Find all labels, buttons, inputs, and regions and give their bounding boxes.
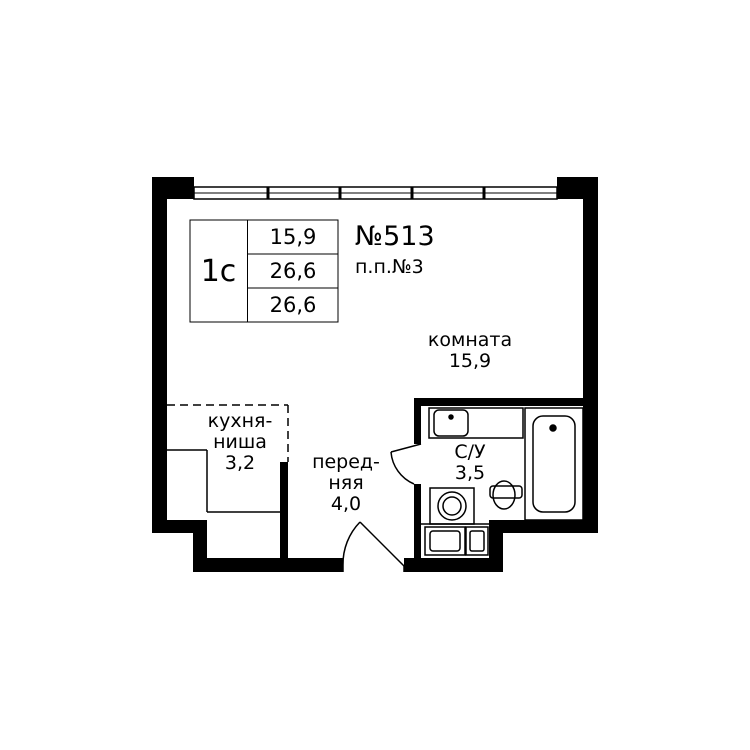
room-bath-name: С/У [454, 441, 486, 463]
bathroom-cabinets [424, 526, 489, 556]
wall-left-top [152, 177, 167, 405]
room-bath-area: 3,5 [454, 461, 486, 484]
room-kitchen-label: кухня- ниша 3,2 [190, 411, 290, 474]
kitchen-niche-outline [167, 404, 289, 513]
section-number: п.п.№3 [355, 256, 424, 278]
wall-bath-left-lower [414, 484, 421, 572]
info-table-grid [189, 219, 339, 323]
bathroom-fixtures [421, 407, 584, 556]
wall-bottom-right [404, 558, 500, 572]
washing-machine [429, 487, 475, 525]
room-hall-label: перед- няя 4,0 [296, 452, 396, 515]
wall-corner-top-left [152, 177, 194, 199]
bathtub [524, 407, 584, 521]
room-kitchen-name-2: ниша [213, 430, 267, 453]
window [193, 186, 558, 200]
wall-left-lower [152, 400, 167, 533]
wall-bath-left-upper [414, 398, 421, 444]
wall-hall-partition [280, 462, 288, 572]
bathroom-door [390, 443, 422, 485]
room-hall-name-2: няя [328, 471, 364, 494]
area-total-alt: 26,6 [269, 293, 317, 317]
room-living-area: 15,9 [448, 349, 492, 372]
sink-counter [428, 407, 524, 439]
area-living: 15,9 [269, 225, 317, 249]
room-hall-name-1: перед- [312, 451, 380, 473]
sink [433, 409, 469, 437]
room-bath-label: С/У 3,5 [430, 442, 510, 484]
apartment-number: №513 [355, 221, 435, 252]
toilet [489, 480, 523, 510]
wall-right-lower [583, 400, 598, 533]
room-hall-area: 4,0 [330, 492, 362, 515]
wall-right-top [583, 177, 598, 405]
area-total: 26,6 [269, 259, 317, 283]
wall-right-step [489, 520, 598, 533]
room-kitchen-area: 3,2 [224, 451, 256, 474]
apartment-type: 1с [200, 253, 237, 289]
wall-bottom-left [193, 558, 343, 572]
entrance-door [342, 521, 405, 572]
room-kitchen-name-1: кухня- [207, 410, 273, 432]
room-living-name: комната [427, 329, 513, 351]
wall-bath-top [414, 398, 598, 406]
room-living-label: комната 15,9 [405, 330, 535, 372]
walls [152, 177, 598, 572]
